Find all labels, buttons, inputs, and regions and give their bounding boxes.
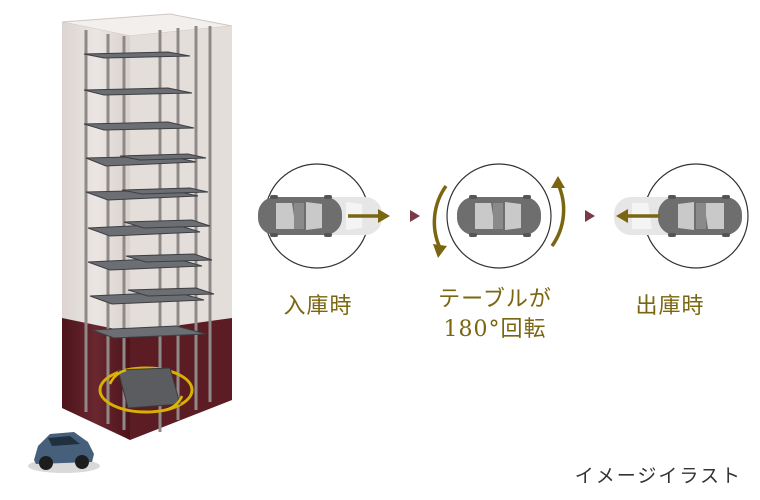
label-rotation: テーブルが 180°回転 — [420, 285, 570, 345]
step-entering — [258, 164, 390, 268]
turntable-deck — [118, 368, 180, 408]
step-exiting — [614, 164, 748, 268]
tower-illustration — [62, 14, 232, 440]
step-marker-icon — [585, 210, 595, 222]
image-note: イメージイラスト — [575, 461, 742, 488]
car-icon — [457, 195, 541, 237]
step-marker-icon — [410, 210, 420, 222]
label-exiting: 出庫時 — [620, 292, 720, 322]
label-rotation-line1: テーブルが — [420, 285, 570, 315]
small-car-illustration — [28, 432, 100, 473]
step-rotating — [433, 164, 565, 268]
label-rotation-line2: 180°回転 — [420, 315, 570, 345]
car-icon — [658, 195, 742, 237]
label-entering: 入庫時 — [268, 292, 368, 322]
car-icon — [258, 195, 342, 237]
